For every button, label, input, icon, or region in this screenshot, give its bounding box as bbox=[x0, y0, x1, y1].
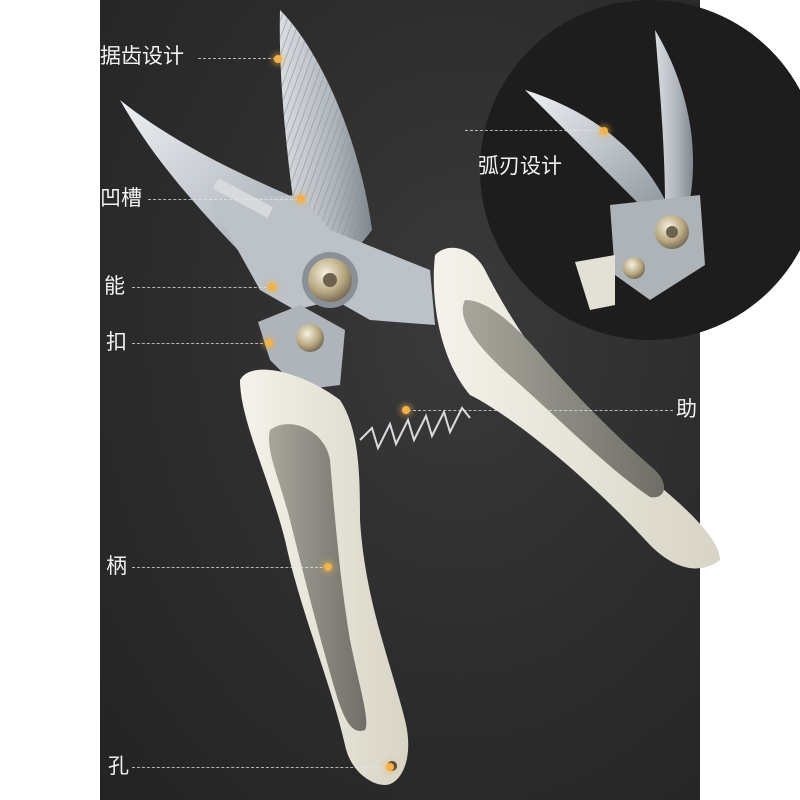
label-handle: 柄 bbox=[106, 554, 127, 578]
callout-dot bbox=[274, 55, 282, 63]
callout-dot bbox=[297, 195, 305, 203]
label-curved-blade-design: 弧刃设计 bbox=[478, 154, 562, 178]
label-function: 能 bbox=[104, 274, 125, 298]
assist-spring bbox=[359, 406, 471, 451]
callout-dot bbox=[402, 406, 410, 414]
label-assist-spring: 助 bbox=[676, 397, 697, 421]
callout-dot bbox=[324, 563, 332, 571]
callout-dot bbox=[265, 339, 273, 347]
label-serrated-design: 据齿设计 bbox=[100, 44, 184, 68]
callout-dot bbox=[268, 283, 276, 291]
inset-detail-circle bbox=[480, 0, 800, 340]
label-groove: 凹槽 bbox=[100, 186, 142, 210]
callout-dot bbox=[386, 763, 394, 771]
label-hanging-hole: 孔 bbox=[108, 754, 129, 778]
label-lock-buckle: 扣 bbox=[106, 330, 127, 354]
callout-dot bbox=[600, 127, 608, 135]
